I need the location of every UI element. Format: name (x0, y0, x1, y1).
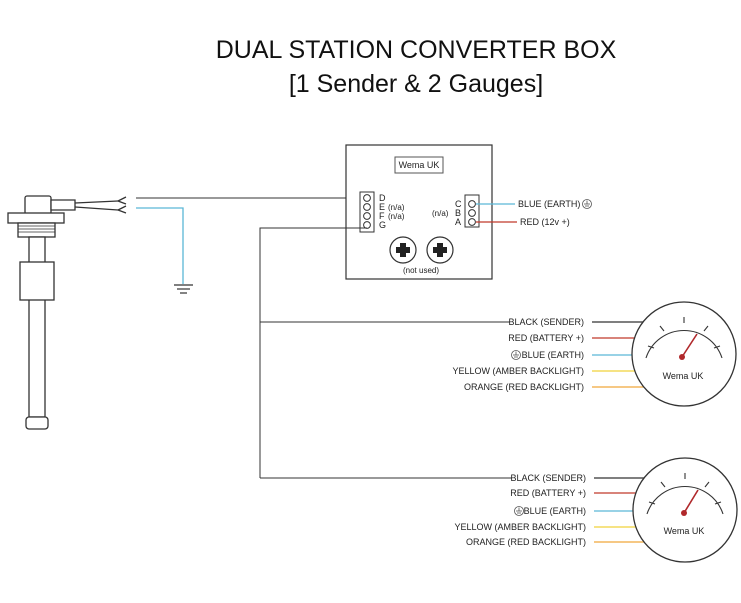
converter-box: Wema UK D E F G (n/a) (n/a) C B A (n/a) (345, 144, 493, 280)
terminal-d (363, 194, 371, 202)
sender-cable-gland (50, 199, 76, 211)
gauge1-wire-label-yellow: YELLOW (AMBER BACKLIGHT) (452, 366, 584, 376)
earth-icon (511, 350, 521, 360)
sender-thread (17, 222, 56, 238)
gauge1-scale-arc (645, 329, 723, 359)
gauge2-needle (683, 489, 699, 514)
gauge2-wire-label-black: BLACK (SENDER) (510, 473, 586, 483)
gauge2-needle-hub (681, 510, 687, 516)
sender-feed-trunk (259, 227, 367, 478)
title-line-1: DUAL STATION CONVERTER BOX (216, 36, 617, 64)
terminal-label-c: C (455, 199, 462, 209)
sender-blue-wire (136, 207, 184, 284)
left-terminal-block (359, 191, 375, 233)
sender-flange (7, 212, 65, 224)
terminal-label-e: E (379, 202, 385, 212)
gauge1-wire-label-red: RED (BATTERY +) (508, 333, 584, 343)
earth-icon (582, 199, 592, 209)
terminal-label-b: B (455, 208, 461, 218)
earth-symbol (174, 284, 193, 294)
terminal-note-b: (n/a) (432, 209, 449, 218)
gauge2-wire-label-yellow: YELLOW (AMBER BACKLIGHT) (454, 522, 586, 532)
gauge2-wire-label-red: RED (BATTERY +) (510, 488, 586, 498)
sender-lead (74, 200, 119, 211)
gauge1-wire-label-blue: BLUE (EARTH) (522, 350, 584, 360)
terminal-c (468, 200, 476, 208)
gauge1-wire-label-orange: ORANGE (RED BACKLIGHT) (464, 382, 584, 392)
terminal-e (363, 203, 371, 211)
terminal-note-f: (n/a) (388, 212, 405, 221)
terminal-label-a: A (455, 217, 461, 227)
gauge2-brand: Wema UK (664, 526, 705, 536)
sender-foot (25, 416, 49, 430)
converter-brand-badge (394, 156, 444, 174)
terminal-g (363, 221, 371, 229)
terminal-note-e: (n/a) (388, 203, 405, 212)
gauge2-scale-arc (646, 485, 724, 515)
converter-brand: Wema UK (399, 160, 440, 170)
converter-red-label: RED (12v +) (520, 217, 570, 227)
earth-icon (514, 506, 524, 516)
gauge-2: BLACK (SENDER) RED (BATTERY +) BLUE (EAR… (454, 457, 738, 563)
gauge2-ticks (648, 473, 722, 505)
terminal-label-g: G (379, 220, 386, 230)
not-used-label: (not used) (403, 266, 439, 275)
screw-left-icon (389, 236, 417, 264)
sender-lead-ends (117, 196, 127, 214)
gauge1-needle (681, 333, 698, 358)
sender-head (24, 195, 52, 215)
terminal-label-f: F (379, 211, 385, 221)
gauge1-brand: Wema UK (663, 371, 704, 381)
gauge-1: BLACK (SENDER) RED (BATTERY +) BLUE (EAR… (452, 301, 737, 407)
converter-blue-label: BLUE (EARTH) (518, 199, 580, 209)
gauge1-wire-label-black: BLACK (SENDER) (508, 317, 584, 327)
title-line-2: [1 Sender & 2 Gauges] (289, 70, 543, 98)
screw-right-icon (426, 236, 454, 264)
sender-float (19, 261, 55, 301)
gauge2-wire-label-blue: BLUE (EARTH) (524, 506, 586, 516)
gauge1-needle-hub (679, 354, 685, 360)
sender-unit (7, 195, 127, 430)
terminal-f (363, 212, 371, 220)
terminal-a (468, 218, 476, 226)
terminal-b (468, 209, 476, 217)
terminal-label-d: D (379, 193, 386, 203)
gauge2-wire-label-orange: ORANGE (RED BACKLIGHT) (466, 537, 586, 547)
gauge1-ticks (647, 317, 721, 349)
